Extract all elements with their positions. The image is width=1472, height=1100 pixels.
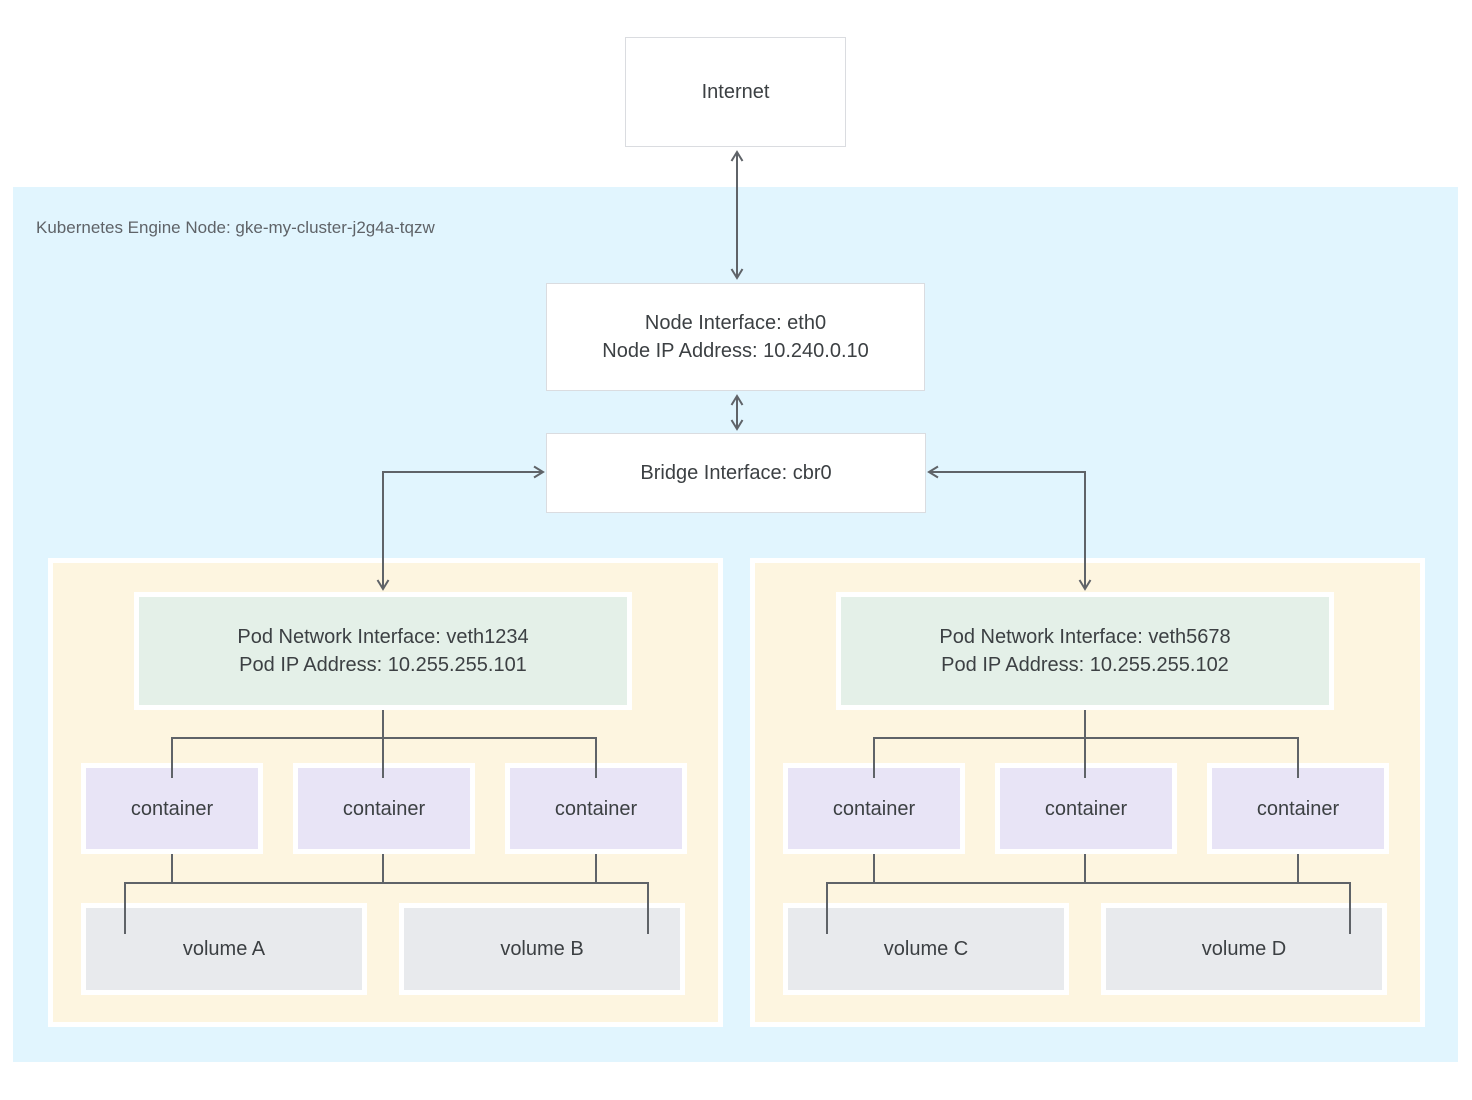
bridge-interface-box: Bridge Interface: cbr0 — [546, 433, 926, 513]
volume-label: volume C — [883, 938, 969, 960]
node-interface-box: Node Interface: eth0 Node IP Address: 10… — [546, 283, 925, 391]
container-label: container — [1044, 797, 1128, 820]
node-interface-line1: Node Interface: eth0 — [644, 312, 827, 334]
pod-2-container-box-1: container — [783, 763, 965, 854]
pod-1-interface-line2: Pod IP Address: 10.255.255.101 — [239, 654, 527, 676]
internet-box: Internet — [625, 37, 846, 147]
pod-2-interface-line1: Pod Network Interface: veth5678 — [939, 626, 1231, 648]
pod-1-container-box-3: container — [505, 763, 687, 854]
pod-2-volume-d-box: volume D — [1101, 903, 1387, 995]
pod-1-network-interface-box: Pod Network Interface: veth1234 Pod IP A… — [134, 592, 632, 710]
pod-2-volume-c-box: volume C — [783, 903, 1069, 995]
container-label: container — [1256, 797, 1340, 820]
container-label: container — [342, 797, 426, 820]
pod-2-interface-line2: Pod IP Address: 10.255.255.102 — [941, 654, 1229, 676]
pod-1-container-box-2: container — [293, 763, 475, 854]
kubernetes-node-label: Kubernetes Engine Node: gke-my-cluster-j… — [36, 218, 435, 237]
node-interface-line2: Node IP Address: 10.240.0.10 — [602, 340, 869, 362]
container-label: container — [130, 797, 214, 820]
container-label: container — [832, 797, 916, 820]
pod-1-volume-a-box: volume A — [81, 903, 367, 995]
volume-label: volume A — [182, 938, 266, 960]
pod-1-volume-b-box: volume B — [399, 903, 685, 995]
container-label: container — [554, 797, 638, 820]
volume-label: volume D — [1201, 938, 1287, 960]
pod-2-container-box-3: container — [1207, 763, 1389, 854]
volume-label: volume B — [500, 938, 584, 960]
pod-1-container-box-1: container — [81, 763, 263, 854]
pod-2-network-interface-box: Pod Network Interface: veth5678 Pod IP A… — [836, 592, 1334, 710]
pod-2-container-box-2: container — [995, 763, 1177, 854]
bridge-interface-label: Bridge Interface: cbr0 — [640, 462, 832, 484]
pod-1-interface-line1: Pod Network Interface: veth1234 — [237, 626, 529, 648]
internet-label: Internet — [701, 81, 770, 103]
